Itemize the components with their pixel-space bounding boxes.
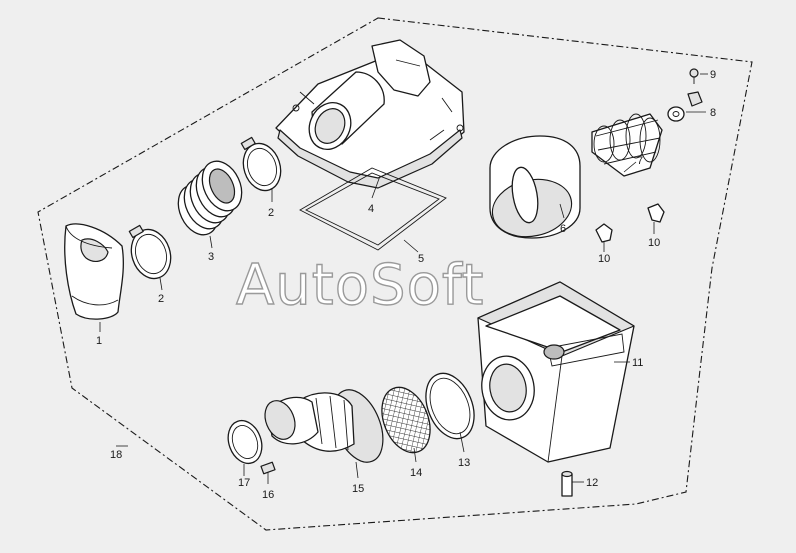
callout-13: 13 [458, 457, 470, 469]
callout-12: 12 [586, 477, 598, 489]
part-10-clip-left [595, 223, 613, 243]
callout-9: 9 [710, 69, 716, 81]
callout-10-left: 10 [598, 253, 610, 265]
callout-14: 14 [410, 467, 422, 479]
callout-7: 7 [637, 155, 643, 167]
part-8-washer [667, 91, 703, 122]
callout-16: 16 [262, 489, 274, 501]
part-17-hose-clamp [227, 419, 263, 465]
part-2-hose-clamp-right [240, 136, 282, 192]
callout-8: 8 [710, 107, 716, 119]
part-12-drain-plug [561, 470, 573, 497]
callout-18: 18 [110, 449, 122, 461]
watermark: AutoSoft [236, 253, 485, 318]
callout-5: 5 [418, 253, 424, 265]
part-9-screw [689, 68, 699, 84]
callout-4: 4 [368, 203, 374, 215]
callout-labels: 1 2 2 3 4 5 6 7 8 9 10 10 11 12 13 14 15… [96, 69, 716, 501]
callout-1: 1 [96, 335, 102, 347]
part-13-ring [425, 372, 475, 440]
part-2-hose-clamp-left [128, 224, 172, 280]
callout-10-right: 10 [648, 237, 660, 249]
part-11-filter-housing [477, 281, 635, 463]
part-7-filter-cage [591, 113, 663, 177]
leader-lines [99, 73, 708, 484]
callout-17: 17 [238, 477, 250, 489]
part-16-fitting [260, 461, 276, 475]
part-10-clip-right [647, 203, 665, 223]
part-5-gasket [299, 167, 447, 251]
callout-2-right: 2 [268, 207, 274, 219]
part-6-filter-element [489, 135, 581, 239]
callout-11: 11 [632, 357, 643, 369]
callout-2-left: 2 [158, 293, 164, 305]
assembly-boundary [37, 17, 753, 531]
part-4-upper-cover [275, 39, 465, 189]
callout-6: 6 [560, 223, 566, 235]
callout-3: 3 [208, 251, 214, 263]
part-3-corrugated-hose [177, 160, 243, 236]
callout-15: 15 [352, 483, 364, 495]
part-15-outlet-duct [264, 389, 384, 463]
part-1-intake-snorkel [64, 223, 124, 320]
part-14-mesh-screen [381, 386, 431, 454]
